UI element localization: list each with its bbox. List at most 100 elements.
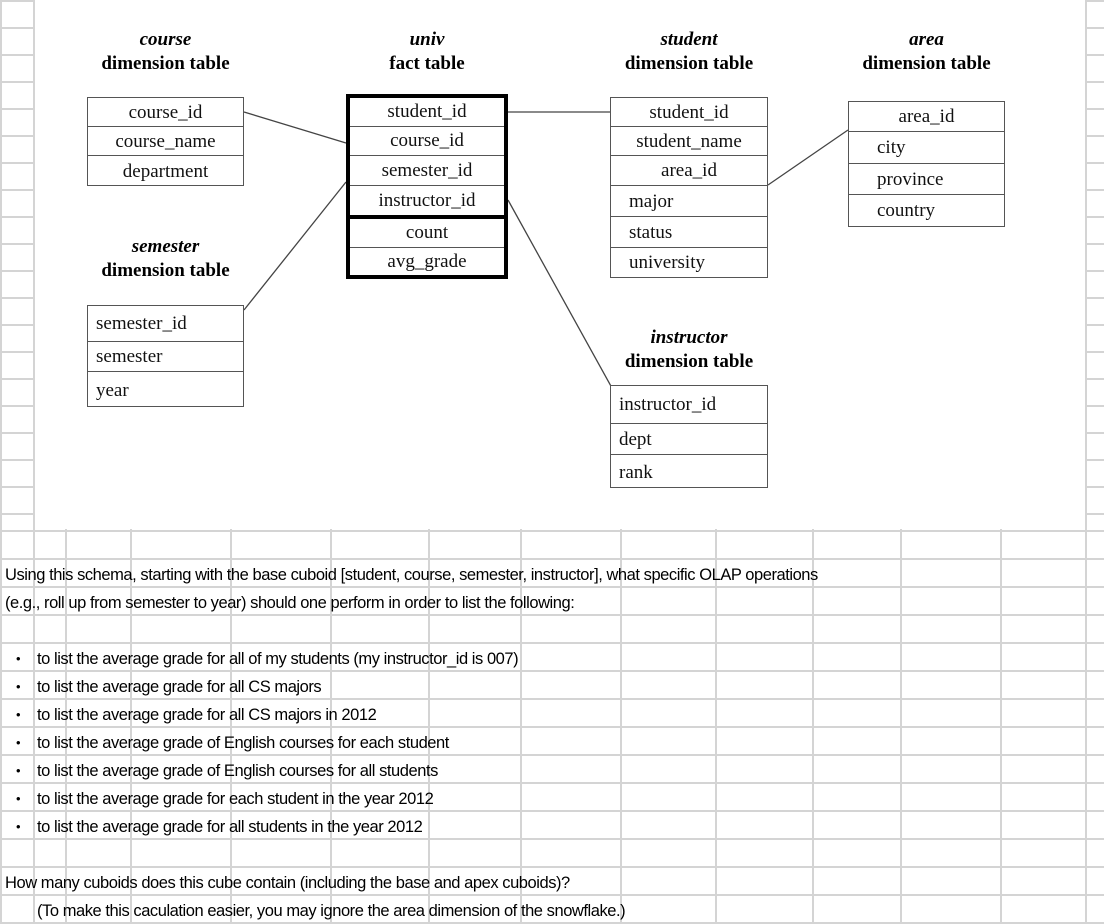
- grid-row-line-right: [1085, 81, 1104, 83]
- bullet-glyph-2: •: [16, 679, 21, 694]
- grid-row-line-right: [1085, 27, 1104, 29]
- table-subtitle-univ: fact table: [389, 52, 465, 74]
- field-course-course_name: course_name: [88, 127, 243, 156]
- table-title-semester: semester: [131, 236, 200, 257]
- table-subtitle-semester: dimension table: [101, 259, 230, 281]
- table-area[interactable]: area_id city province country: [848, 101, 1005, 227]
- field-student-student_name: student_name: [611, 127, 767, 156]
- grid-row-line-right: [1085, 189, 1104, 191]
- table-instructor[interactable]: instructor_id dept rank: [610, 385, 768, 488]
- field-semester-year: year: [96, 379, 129, 401]
- bullet-glyph-1: •: [16, 651, 21, 666]
- grid-row-line-left: [0, 0, 33, 2]
- grid-row-line-right: [1085, 216, 1104, 218]
- diagram-canvas-background: [35, 0, 1085, 529]
- field-semester-semester_id: semester_id: [88, 306, 243, 342]
- table-semester[interactable]: semester_id semester year: [87, 305, 244, 407]
- grid-row-line-right: [1085, 135, 1104, 137]
- field-instructor-dept: dept: [611, 424, 767, 455]
- bullet-glyph-5: •: [16, 763, 21, 778]
- link-student-area: [767, 129, 849, 186]
- grid-column-line: [33, 0, 35, 924]
- question-intro-line-1: Using this schema, starting with the bas…: [5, 566, 818, 584]
- grid-row-line-left: [0, 216, 33, 218]
- caption-course: course dimension table: [87, 28, 244, 76]
- bullet-item-5: to list the average grade of English cou…: [37, 762, 438, 780]
- caption-instructor: instructor dimension table: [610, 326, 768, 374]
- bullet-item-3: to list the average grade for all CS maj…: [37, 706, 377, 724]
- field-instructor-rank: rank: [619, 461, 653, 483]
- grid-row-line: [0, 726, 1104, 728]
- grid-column-line: [0, 0, 2, 924]
- grid-row-line-left: [0, 135, 33, 137]
- bullet-glyph-6: •: [16, 791, 21, 806]
- grid-row-line-right: [1085, 162, 1104, 164]
- table-title-student: student: [660, 29, 718, 50]
- field-univ-student_id: student_id: [350, 98, 504, 127]
- grid-row-line-left: [0, 189, 33, 191]
- grid-row-line-right: [1085, 486, 1104, 488]
- field-instructor-instructor_id: instructor_id: [611, 386, 767, 424]
- field-area-city: city: [849, 132, 1004, 164]
- grid-row-line-right: [1085, 108, 1104, 110]
- grid-row-line: [0, 810, 1104, 812]
- grid-row-line-left: [0, 378, 33, 380]
- grid-row-line: [0, 670, 1104, 672]
- grid-row-line-left: [0, 162, 33, 164]
- table-subtitle-course: dimension table: [101, 52, 230, 74]
- field-student-status: status: [611, 217, 767, 248]
- field-univ-avg_grade: avg_grade: [387, 250, 467, 272]
- grid-row-line-left: [0, 81, 33, 83]
- table-title-course: course: [139, 29, 192, 50]
- table-univ-fact[interactable]: student_id course_id semester_id instruc…: [346, 94, 508, 279]
- table-student[interactable]: student_id student_name area_id major st…: [610, 97, 768, 278]
- table-subtitle-student: dimension table: [624, 52, 754, 74]
- schema-relationship-lines: [243, 111, 849, 389]
- grid-row-line-right: [1085, 270, 1104, 272]
- question-intro-line-2: (e.g., roll up from semester to year) sh…: [5, 594, 575, 612]
- grid-row-line-left: [0, 270, 33, 272]
- field-student-university: university: [629, 252, 705, 273]
- grid-row-line: [0, 866, 1104, 868]
- bullet-item-2: to list the average grade for all CS maj…: [37, 678, 322, 696]
- grid-row-line-left: [0, 459, 33, 461]
- grid-row-line-left: [0, 432, 33, 434]
- question-closing-line-1: How many cuboids does this cube contain …: [5, 874, 570, 892]
- grid-row-line-right: [1085, 324, 1104, 326]
- table-title-univ: univ: [409, 29, 445, 50]
- table-title-instructor: instructor: [650, 327, 728, 348]
- table-subtitle-area: dimension table: [862, 52, 991, 74]
- grid-row-line-right: [1085, 297, 1104, 299]
- grid-row-line: [0, 922, 1104, 924]
- grid-row-line: [0, 614, 1104, 616]
- question-closing-line-2: (To make this caculation easier, you may…: [37, 902, 626, 920]
- caption-semester: semester dimension table: [87, 235, 244, 283]
- bullet-item-4: to list the average grade of English cou…: [37, 734, 449, 752]
- grid-row-line-right: [1085, 405, 1104, 407]
- table-course[interactable]: course_id course_name department: [87, 97, 244, 186]
- field-student-student_id: student_id: [611, 98, 767, 127]
- field-course-department: department: [122, 161, 209, 182]
- grid-row-line: [0, 698, 1104, 700]
- grid-row-line: [0, 558, 1104, 560]
- link-course-univ: [243, 111, 347, 144]
- grid-row-line-right: [1085, 513, 1104, 515]
- bullet-glyph-3: •: [16, 707, 21, 722]
- grid-row-line-left: [0, 27, 33, 29]
- grid-row-line-left: [0, 513, 33, 515]
- link-univ-instructor: [507, 199, 613, 389]
- grid-row-line: [0, 838, 1104, 840]
- grid-row-line: [0, 530, 1104, 532]
- field-student-area_id: area_id: [611, 156, 767, 186]
- grid-row-line-left: [0, 324, 33, 326]
- bullet-item-1: to list the average grade for all of my …: [37, 650, 519, 668]
- link-semester-univ: [243, 181, 347, 311]
- grid-row-line-right: [1085, 0, 1104, 2]
- grid-row-line: [0, 586, 1104, 588]
- grid-row-line-left: [0, 351, 33, 353]
- field-course-course_id: course_id: [88, 98, 243, 127]
- field-area-province: province: [849, 164, 1004, 195]
- grid-row-line-right: [1085, 432, 1104, 434]
- grid-row-line-right: [1085, 459, 1104, 461]
- grid-row-line-right: [1085, 378, 1104, 380]
